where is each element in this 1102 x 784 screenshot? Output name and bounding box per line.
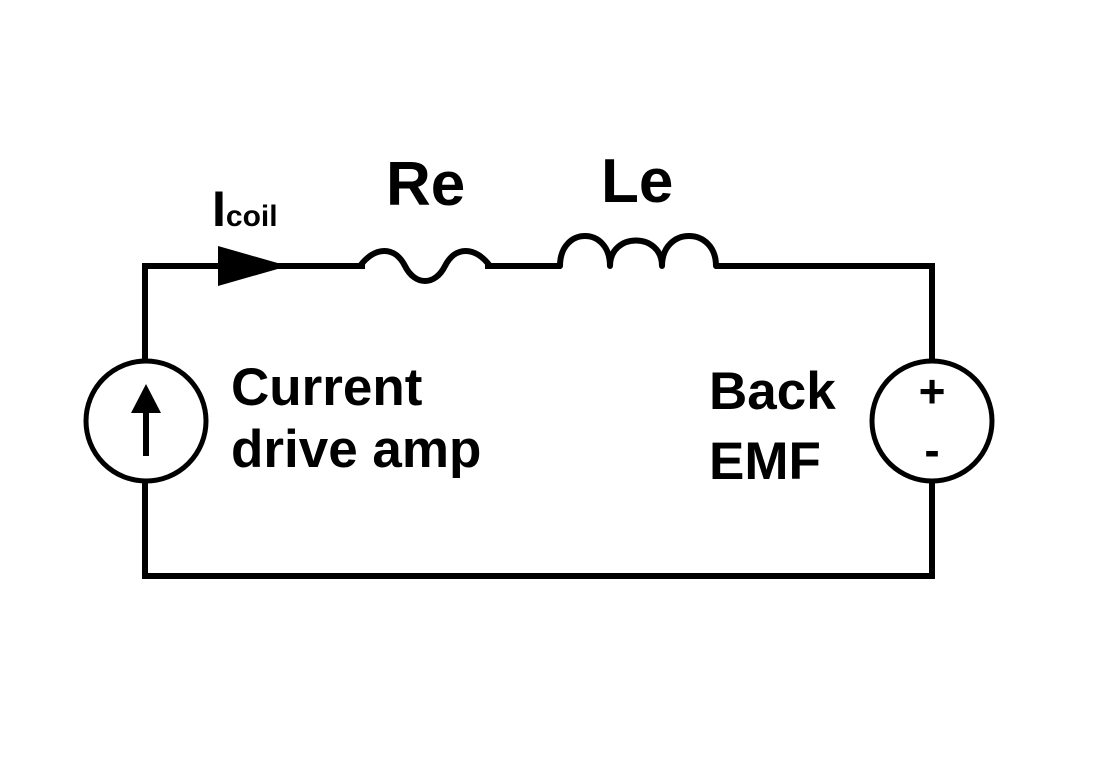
- current-source-arrow-head: [131, 384, 161, 413]
- positive-terminal-sign: +: [919, 365, 946, 417]
- top-wire-right: [715, 263, 935, 363]
- current-source: [83, 358, 209, 484]
- voltage-source-label-line2: EMF: [709, 432, 821, 491]
- wires: [142, 263, 935, 579]
- current-source-label-line1: Current: [231, 358, 422, 417]
- current-label-subscript: coil: [226, 200, 278, 233]
- top-wire-left: [142, 263, 365, 363]
- bottom-wire: [142, 479, 935, 579]
- inductor-le: [557, 233, 719, 269]
- voltage-source: + -: [869, 358, 995, 484]
- current-label-main: I: [212, 181, 226, 237]
- resistor-re: [357, 248, 493, 284]
- voltage-source-circle: [869, 358, 995, 484]
- voltage-source-label-line1: Back: [709, 362, 836, 421]
- resistor-label: Re: [386, 150, 465, 219]
- current-direction-arrow: [218, 246, 288, 286]
- current-source-label-line2: drive amp: [231, 420, 481, 479]
- negative-terminal-sign: -: [924, 424, 939, 476]
- current-label: Icoil: [212, 181, 278, 237]
- inductor-label: Le: [601, 147, 673, 216]
